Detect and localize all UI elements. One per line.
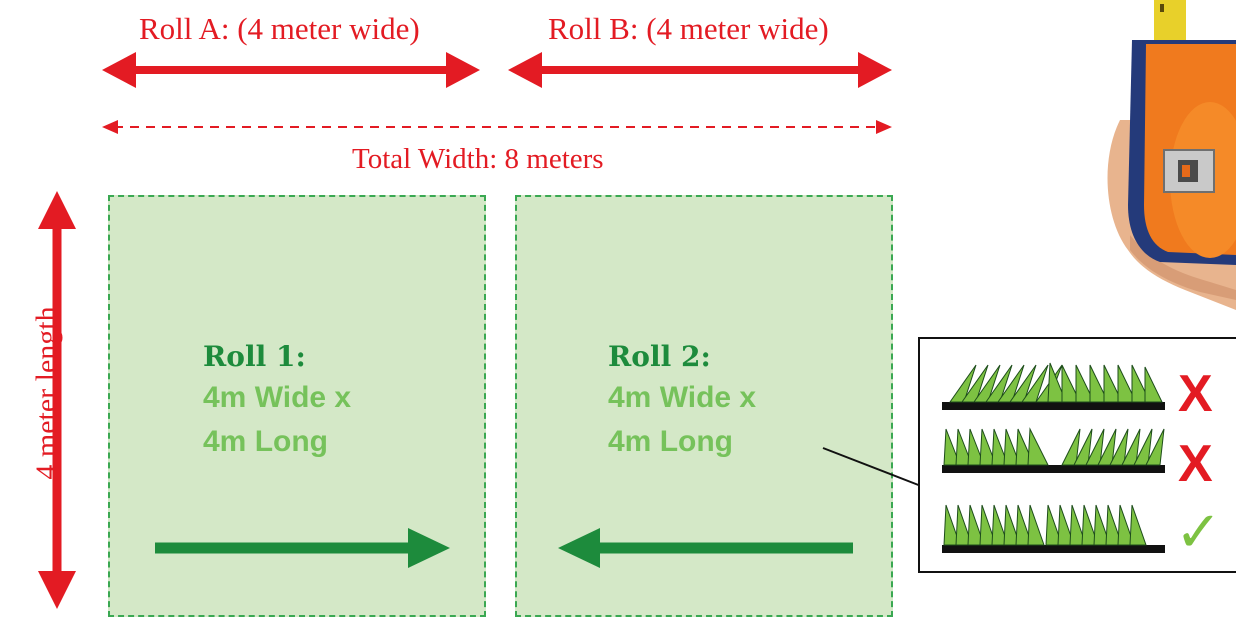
width-arrows	[102, 52, 892, 134]
roll-1-direction-arrow	[155, 528, 450, 568]
roll-b-width-arrow	[508, 52, 892, 88]
tape-measure-photo	[1107, 0, 1236, 310]
grass-join-row-3	[942, 504, 1165, 553]
length-arrow	[38, 191, 76, 609]
roll-1-length: 4m Long	[203, 425, 328, 458]
correct-check-mark: ✓	[1175, 500, 1222, 565]
wrong-mark-1: X	[1178, 365, 1213, 423]
total-width-arrow	[102, 120, 892, 134]
roll-1-width: 4m Wide x	[203, 381, 352, 414]
roll-2-width: 4m Wide x	[608, 381, 757, 414]
roll-a-label: Roll A: (4 meter wide)	[139, 11, 420, 46]
roll-b-label: Roll B: (4 meter wide)	[548, 11, 829, 46]
roll-a-width-arrow	[102, 52, 480, 88]
wrong-mark-2: X	[1178, 435, 1213, 493]
roll-2-length: 4m Long	[608, 425, 733, 458]
roll-2-direction-arrow	[558, 528, 853, 568]
total-width-label: Total Width: 8 meters	[352, 143, 604, 175]
roll-1-title: Roll 1:	[203, 340, 306, 373]
grass-join-row-2	[942, 427, 1165, 473]
grass-join-diagrams	[942, 362, 1165, 553]
pointer-line	[822, 447, 922, 487]
grass-join-row-1	[942, 362, 1165, 410]
length-label: 4 meter length	[30, 306, 63, 480]
roll-2-title: Roll 2:	[608, 340, 711, 373]
